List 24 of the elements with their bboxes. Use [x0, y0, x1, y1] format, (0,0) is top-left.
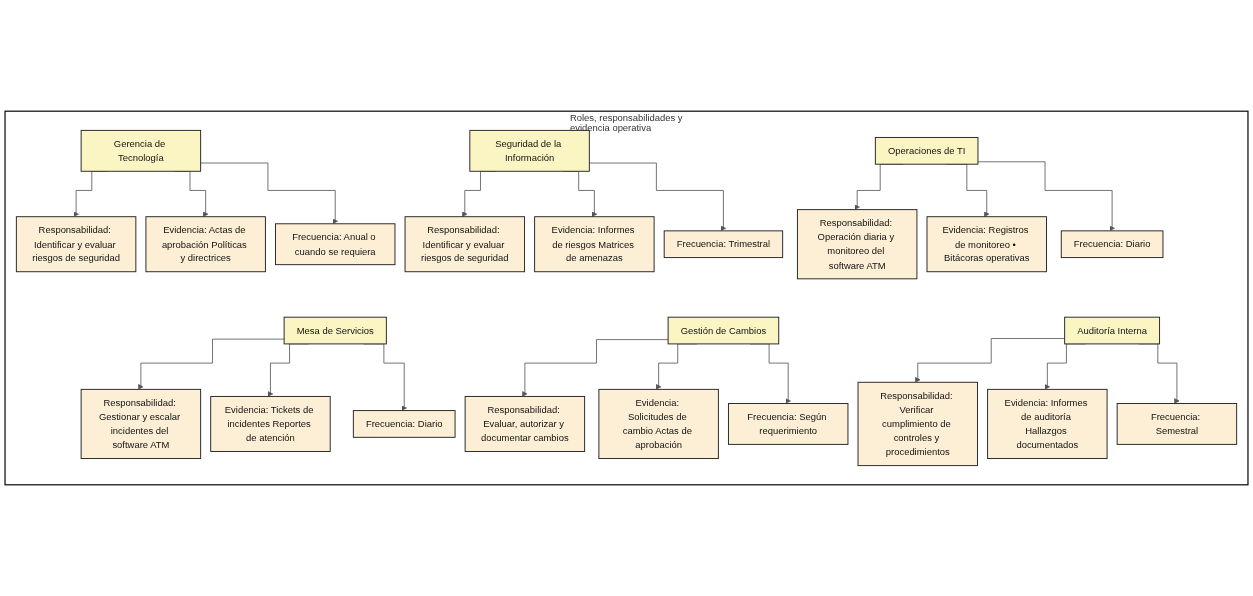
node-box: Responsabilidad: Evaluar, autorizar y documentar cambios [464, 395, 586, 452]
node-box: Evidencia: Informes de riesgos Matrices de amenazas [534, 216, 655, 273]
node-box: Gestión de Cambios [667, 316, 780, 345]
node-box: Responsabilidad: Operación diaria y monitoreo del software ATM [796, 209, 918, 280]
node-box: Evidencia: Tickets de incidentes Reportes de atención [210, 395, 331, 452]
node-box: Evidencia: Actas de aprobación Políticas y directrices [145, 216, 266, 273]
node-box: Responsabilidad: Identificar y evaluar riesgos de seguridad [15, 216, 137, 273]
node-box: Frecuencia: Anual o cuando se requiera [275, 223, 396, 266]
node-box: Responsabilidad: Verificar cumplimiento de controles y procedimientos [857, 381, 978, 467]
node-box: Operaciones de TI [874, 137, 979, 165]
node-box: Evidencia: Informes de auditoría Hallazgos documentados [987, 388, 1108, 459]
node-box: Frecuencia: Según requerimiento [728, 403, 849, 445]
node-box: Frecuencia: Diario [352, 410, 456, 438]
node-box: Frecuencia: Diario [1060, 230, 1164, 259]
node-box: Auditoría Interna [1064, 316, 1161, 345]
node-box: Mesa de Servicios [283, 316, 387, 345]
node-box: Frecuencia: Semestral [1116, 403, 1238, 445]
node-box: Frecuencia: Trimestral [663, 230, 784, 259]
node-box: Seguridad de la Información [469, 129, 590, 172]
node-box: Responsabilidad: Identificar y evaluar riesgos de seguridad [404, 216, 525, 273]
node-box: Evidencia: Registros de monitoreo • Bitácoras operativas [926, 216, 1047, 273]
node-box: Gerencia de Tecnología [80, 129, 202, 172]
node-box: Evidencia: Solicitudes de cambio Actas de aprobación [598, 388, 719, 459]
node-box: Responsabilidad: Gestionar y escalar incidentes del software ATM [80, 388, 202, 459]
